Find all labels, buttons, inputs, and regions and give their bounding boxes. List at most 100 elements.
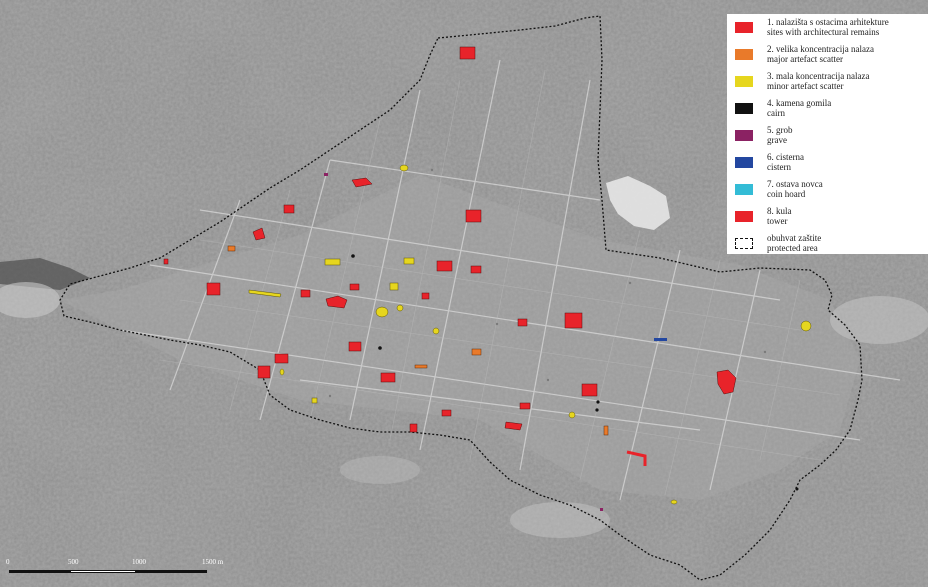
water-body — [0, 258, 90, 290]
site-marker[interactable] — [654, 338, 667, 341]
site-marker[interactable] — [519, 402, 531, 410]
settlement-left — [0, 282, 60, 318]
site-marker[interactable] — [206, 282, 221, 296]
site-marker[interactable] — [546, 378, 550, 382]
sites-misc — [328, 168, 767, 398]
legend-swatch — [735, 211, 753, 222]
sites-minor-artefact-scatter — [248, 164, 812, 505]
site-marker[interactable] — [409, 423, 418, 433]
site-marker[interactable] — [349, 283, 360, 291]
sites-graves — [324, 173, 603, 511]
site-marker[interactable] — [581, 383, 598, 397]
legend-label-hr: 8. kula — [767, 206, 792, 216]
legend-label-en: minor artefact scatter — [767, 81, 844, 91]
legend-label-hr: 5. grob — [767, 125, 793, 135]
site-marker[interactable] — [595, 408, 599, 412]
site-marker[interactable] — [328, 394, 332, 398]
sites-cisterns — [654, 338, 667, 341]
site-marker[interactable] — [596, 400, 600, 404]
legend-label-en: protected area — [767, 243, 818, 253]
legend-label-en: coin hoard — [767, 189, 806, 199]
legend-swatch-dashed — [735, 238, 753, 249]
settlement-south — [510, 502, 610, 538]
site-marker[interactable] — [600, 508, 603, 511]
site-marker[interactable] — [471, 348, 482, 356]
site-marker[interactable] — [628, 281, 632, 285]
legend-label-en: sites with architectural remains — [767, 27, 880, 37]
scale-label-500: 500 — [68, 558, 79, 566]
legend-swatch — [735, 157, 753, 168]
legend-swatch — [735, 184, 753, 195]
site-marker[interactable] — [163, 258, 169, 265]
legend-item-architectural-remains: 1. nalazišta s ostacima arhitekture site… — [733, 17, 928, 45]
site-marker[interactable] — [568, 411, 576, 419]
site-marker[interactable] — [311, 397, 318, 404]
site-marker[interactable] — [432, 327, 440, 335]
legend-item-grave: 5. grob grave — [733, 125, 928, 153]
site-marker[interactable] — [375, 306, 389, 318]
legend-item-major-artefact-scatter: 2. velika koncentracija nalaza major art… — [733, 44, 928, 72]
site-marker[interactable] — [380, 372, 396, 383]
site-marker[interactable] — [465, 209, 482, 223]
site-marker[interactable] — [716, 369, 737, 395]
site-marker[interactable] — [399, 164, 409, 172]
site-marker[interactable] — [504, 421, 523, 431]
site-marker[interactable] — [325, 295, 348, 309]
site-marker[interactable] — [670, 499, 678, 505]
legend-label-hr: obuhvat zaštite — [767, 233, 822, 243]
site-marker[interactable] — [414, 364, 428, 369]
legend-label-hr: 4. kamena gomila — [767, 98, 832, 108]
site-marker[interactable] — [389, 282, 399, 291]
site-marker[interactable] — [421, 292, 430, 300]
site-marker[interactable] — [564, 312, 583, 329]
legend-label-hr: 1. nalazišta s ostacima arhitekture — [767, 17, 889, 27]
site-marker[interactable] — [795, 487, 799, 491]
site-marker[interactable] — [378, 346, 382, 350]
quarry-patch — [606, 176, 670, 230]
site-marker[interactable] — [248, 289, 282, 298]
legend-label-en: grave — [767, 135, 787, 145]
legend-swatch — [735, 49, 753, 60]
site-marker[interactable] — [252, 227, 266, 241]
site-marker[interactable] — [351, 254, 355, 258]
scale-bar: 0 500 1000 1500 m — [0, 558, 240, 587]
site-marker[interactable] — [495, 322, 499, 326]
scale-segment-light — [71, 570, 135, 573]
site-marker[interactable] — [470, 265, 482, 274]
site-marker[interactable] — [257, 365, 271, 379]
site-marker[interactable] — [441, 409, 452, 417]
plain-area — [60, 175, 860, 500]
site-marker[interactable] — [396, 304, 404, 312]
site-marker[interactable] — [227, 245, 236, 252]
legend-item-cairn: 4. kamena gomila cairn — [733, 98, 928, 126]
legend-swatch — [735, 130, 753, 141]
site-marker[interactable] — [517, 318, 528, 327]
site-marker[interactable] — [300, 289, 311, 298]
site-marker[interactable] — [324, 173, 328, 176]
site-marker[interactable] — [626, 450, 647, 466]
sites-major-artefact-scatter — [227, 245, 609, 436]
site-marker[interactable] — [403, 257, 415, 265]
site-marker[interactable] — [279, 368, 285, 376]
legend-item-coin-hoard: 7. ostava novca coin hoard — [733, 179, 928, 207]
site-marker[interactable] — [436, 260, 453, 272]
site-marker[interactable] — [603, 425, 609, 436]
sites-architectural-remains — [163, 46, 737, 466]
site-marker[interactable] — [430, 168, 434, 172]
scale-label-0: 0 — [6, 558, 10, 566]
settlement-south2 — [340, 456, 420, 484]
site-marker[interactable] — [800, 320, 812, 332]
legend-label-en: cistern — [767, 162, 791, 172]
legend-item-tower: 8. kula tower — [733, 206, 928, 234]
legend-label-en: cairn — [767, 108, 785, 118]
site-marker[interactable] — [274, 353, 289, 364]
site-marker[interactable] — [763, 350, 767, 354]
settlement-right — [830, 296, 928, 344]
site-marker[interactable] — [348, 341, 362, 352]
site-marker[interactable] — [324, 258, 341, 266]
site-marker[interactable] — [459, 46, 476, 60]
site-marker[interactable] — [283, 204, 295, 214]
site-marker[interactable] — [351, 177, 373, 188]
legend-label-hr: 2. velika koncentracija nalaza — [767, 44, 874, 54]
